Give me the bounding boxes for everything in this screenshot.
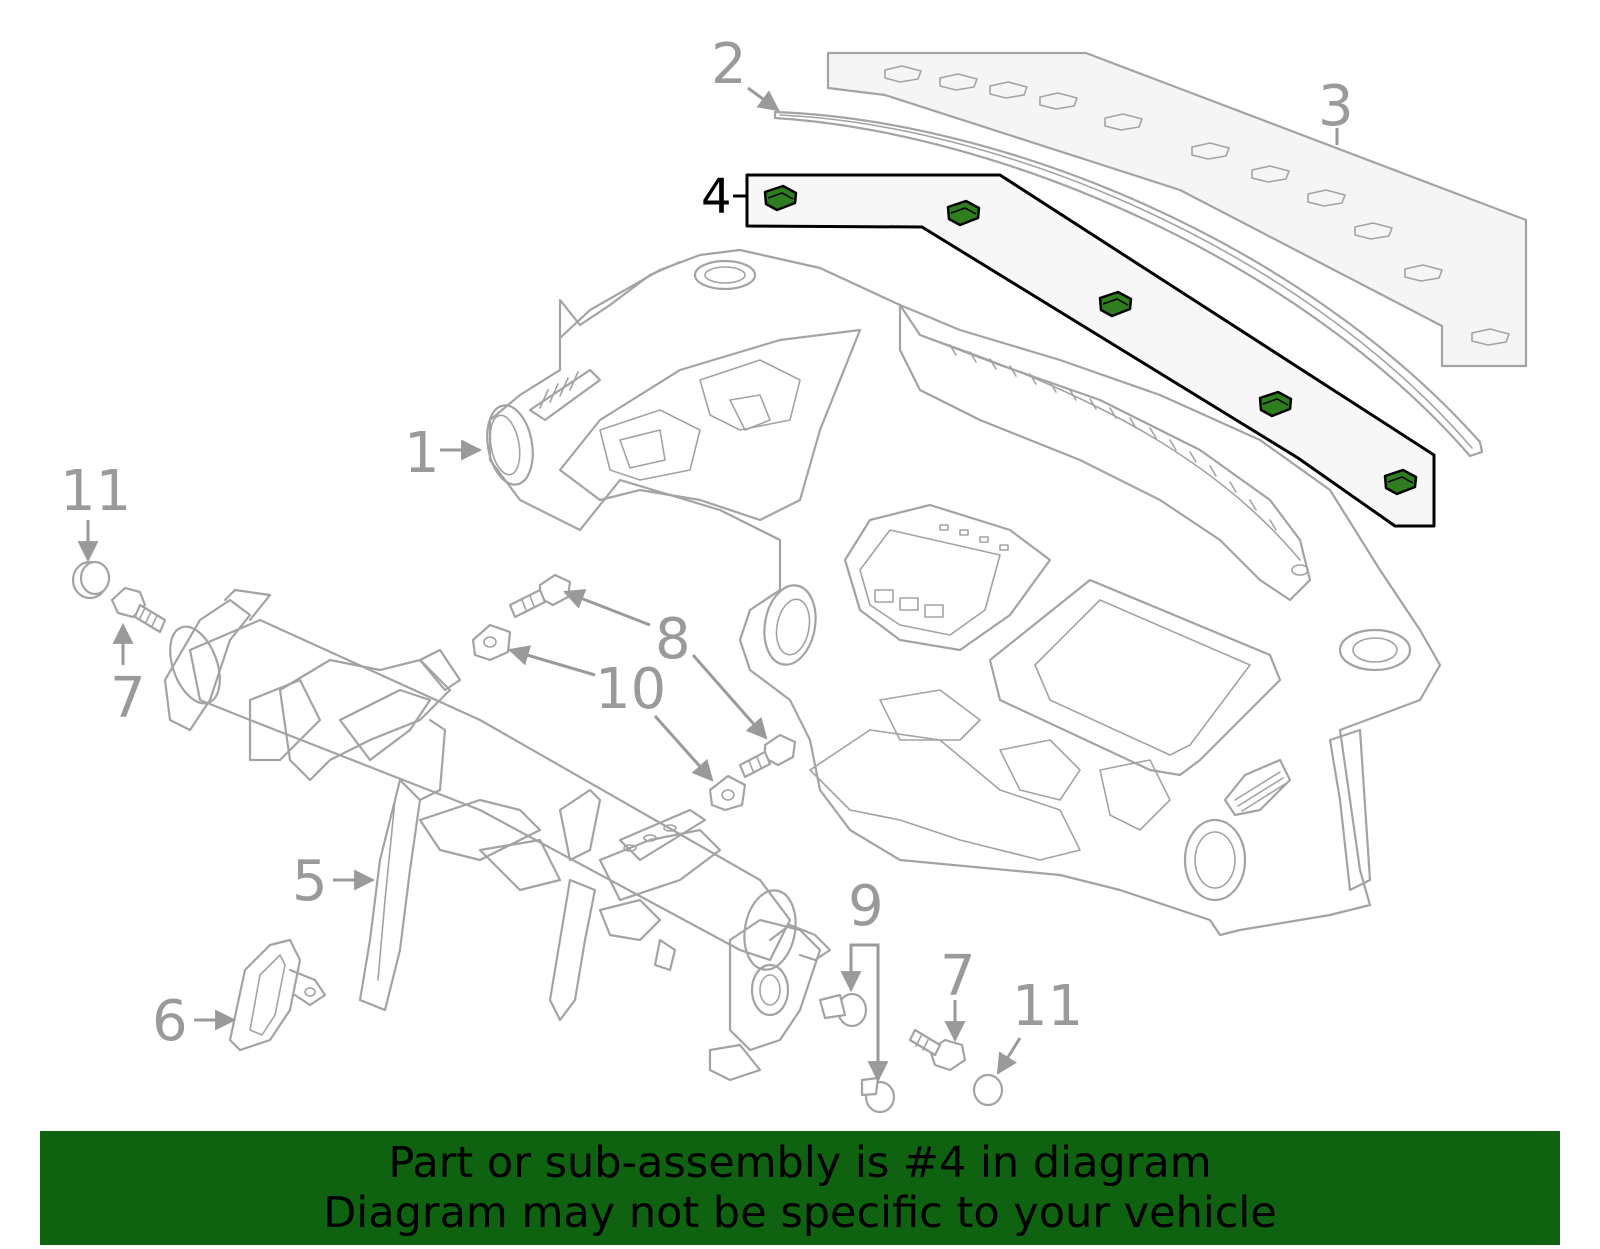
part-5-cross-car-beam [163, 588, 832, 1082]
callout-11-right: 11 [1012, 974, 1083, 1039]
callout-9: 9 [848, 874, 884, 939]
callout-numbers: 1 2 3 4 5 6 7 7 8 9 10 11 11 [60, 32, 1354, 1054]
callout-leaders [77, 86, 1339, 1083]
part-7-bolt-right [908, 1028, 967, 1072]
part-2-strip [773, 110, 1484, 458]
parts-diagram: 1 2 3 4 5 6 7 7 8 9 10 11 11 [60, 32, 1528, 1114]
callout-6: 6 [152, 989, 188, 1054]
callout-3: 3 [1318, 74, 1354, 139]
callout-2: 2 [711, 32, 747, 97]
part-1-instrument-panel [486, 248, 1442, 937]
callout-8: 8 [655, 607, 691, 672]
part-7-bolt-left [110, 586, 167, 634]
part-11-bushings [71, 560, 1004, 1107]
callout-11-left: 11 [60, 459, 131, 524]
callout-5: 5 [292, 849, 328, 914]
callout-7-left: 7 [110, 666, 146, 731]
part-3-panel [826, 51, 1528, 368]
part-6-bracket [228, 938, 327, 1052]
info-banner: Part or sub-assembly is #4 in diagram Di… [40, 1131, 1560, 1245]
callout-1: 1 [404, 421, 440, 486]
callout-4: 4 [701, 169, 732, 225]
part-9-clips [818, 992, 896, 1114]
callout-7-right: 7 [940, 944, 976, 1009]
banner-line-1: Part or sub-assembly is #4 in diagram [388, 1138, 1212, 1188]
part-4-clips [763, 184, 1418, 496]
callout-10: 10 [595, 657, 666, 722]
part-8-bolt-upper [508, 573, 572, 619]
part-4-highlighted-panel [745, 173, 1436, 528]
part-8-bolt-lower [738, 733, 797, 779]
banner-line-2: Diagram may not be specific to your vehi… [323, 1188, 1277, 1238]
